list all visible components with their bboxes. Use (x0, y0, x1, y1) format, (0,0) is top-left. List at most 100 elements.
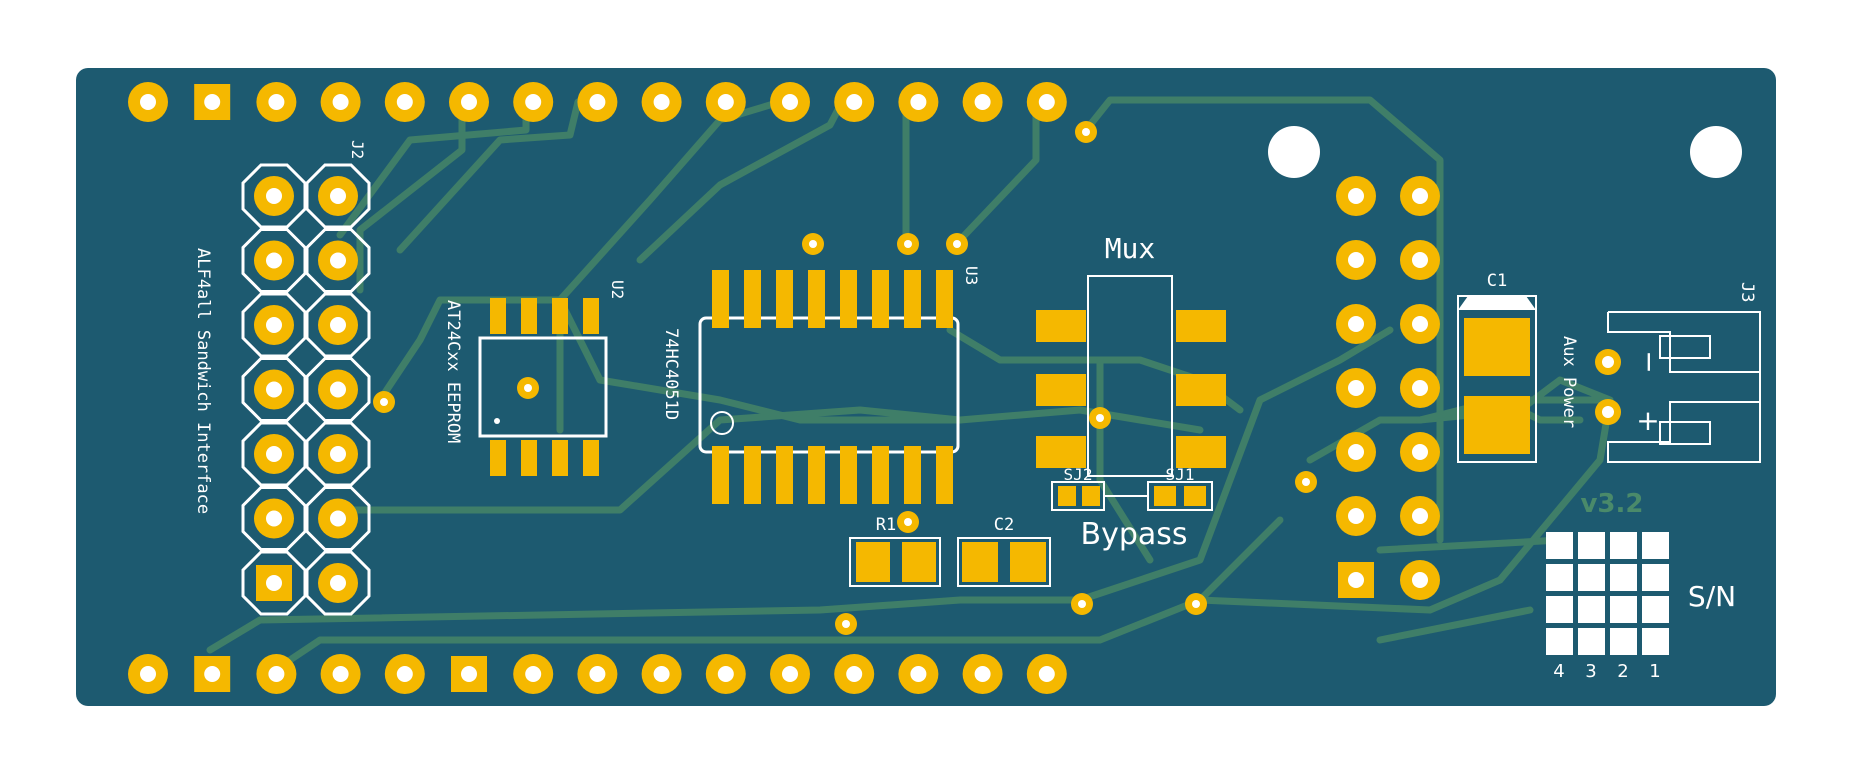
serial-grid-cell (1578, 596, 1605, 623)
trace (636, 98, 846, 264)
c2-pad (962, 542, 998, 582)
j2-pin-outline (305, 357, 371, 422)
u3-pad (872, 270, 889, 328)
via-hole (1192, 600, 1200, 608)
u3-pad (904, 270, 921, 328)
serial-column-label: 3 (1585, 661, 1596, 682)
trace (376, 296, 604, 404)
u3-pad (808, 270, 825, 328)
pad-drill-hole (525, 94, 542, 110)
c1-capacitor (1457, 295, 1537, 463)
sj2-ref: SJ2 (1064, 465, 1093, 484)
j2-label: ALF4all Sandwich Interface (193, 248, 213, 514)
via-hole (904, 240, 912, 248)
c1-ref: C1 (1487, 271, 1507, 291)
u3-pad (744, 270, 761, 328)
via-hole (1078, 600, 1086, 608)
j2-pin-outline (241, 357, 307, 422)
pad-drill-hole (266, 446, 282, 462)
r1-outline (849, 537, 941, 587)
via-hole (380, 398, 388, 406)
trace (1376, 606, 1534, 644)
u3-pad (776, 446, 793, 504)
serial-column-label: 2 (1617, 661, 1628, 682)
j2-ref: J2 (348, 140, 367, 159)
mux-pad (1036, 436, 1086, 468)
trace (596, 376, 1204, 434)
mux-pad (1176, 436, 1226, 468)
j2-pin-outline (241, 292, 307, 358)
version-text: v3.2 (1580, 489, 1643, 519)
serial-grid-cell (1642, 596, 1669, 623)
j2-pin-outline (305, 550, 371, 616)
u3-label: 74HC4051D (661, 328, 681, 420)
pad-drill-hole (846, 94, 863, 110)
sj2-pad (1082, 486, 1100, 506)
mux-pad (1176, 310, 1226, 342)
pad-drill-hole (204, 666, 221, 682)
u2-pad (490, 440, 506, 476)
pad-drill-hole (461, 94, 477, 110)
pad-drill-hole (1348, 188, 1364, 204)
u2-pad (583, 440, 599, 476)
u2-pad (583, 298, 599, 334)
j2-pin-outline (241, 421, 307, 487)
mounting-hole (1690, 126, 1742, 178)
mux-label: Mux (1105, 232, 1156, 265)
u2-pad (490, 298, 506, 334)
pad-drill-hole (330, 446, 346, 462)
pad-drill-hole (330, 575, 346, 591)
pad-drill-hole (1348, 444, 1364, 460)
pad-drill-hole (589, 666, 606, 682)
u3-pad (872, 446, 889, 504)
pad-drill-hole (204, 94, 221, 110)
serial-grid-cell (1578, 564, 1605, 591)
serial-grid (1546, 532, 1669, 655)
u3-pad (840, 270, 857, 328)
sj1-pad (1184, 486, 1206, 506)
pad-drill-hole (717, 666, 734, 682)
u3-ref: U3 (962, 266, 981, 285)
sj1-jumper (1147, 481, 1213, 511)
pad-drill-hole (717, 94, 734, 110)
trace (1376, 536, 1564, 554)
via-hole (842, 620, 850, 628)
j2-pin-outline (305, 163, 371, 229)
pad-drill-hole (396, 666, 413, 682)
trace (336, 406, 964, 514)
sj1-ref: SJ1 (1166, 465, 1195, 484)
j2-pin-outline (241, 163, 307, 229)
serial-grid-cell (1578, 532, 1605, 559)
u2-pad (552, 298, 568, 334)
pad-drill-hole (330, 317, 346, 333)
c2-pad (1010, 542, 1046, 582)
pad-drill-hole (1038, 666, 1055, 682)
c1-polarity-mark (1458, 296, 1536, 310)
u3-pad (776, 270, 793, 328)
pad-drill-hole (653, 94, 670, 110)
u2-pad (521, 298, 537, 334)
pad-drill-hole (782, 94, 798, 110)
c1-pad (1464, 396, 1530, 454)
pad-drill-hole (140, 94, 156, 110)
u3-outline (698, 316, 960, 454)
sj1-pad (1154, 486, 1176, 506)
j3-outline (1607, 311, 1761, 463)
serial-grid-cell (1610, 628, 1637, 655)
pad-drill-hole (910, 94, 927, 110)
pad-drill-hole (1348, 252, 1364, 268)
r1-resistor (849, 537, 941, 587)
j2-pin-outline (241, 486, 307, 551)
j3-minus: − (1633, 350, 1666, 373)
mux-pad (1036, 374, 1086, 406)
pad-drill-hole (1348, 572, 1364, 588)
pad-drill-hole (525, 666, 542, 682)
sj2-jumper (1051, 481, 1105, 511)
pad-drill-hole (974, 666, 991, 682)
pad-drill-hole (1412, 380, 1428, 396)
pad-drill-hole (782, 666, 798, 682)
j2-pin-outline (241, 228, 307, 293)
mounting-hole (1268, 126, 1320, 178)
mux-pad (1176, 374, 1226, 406)
